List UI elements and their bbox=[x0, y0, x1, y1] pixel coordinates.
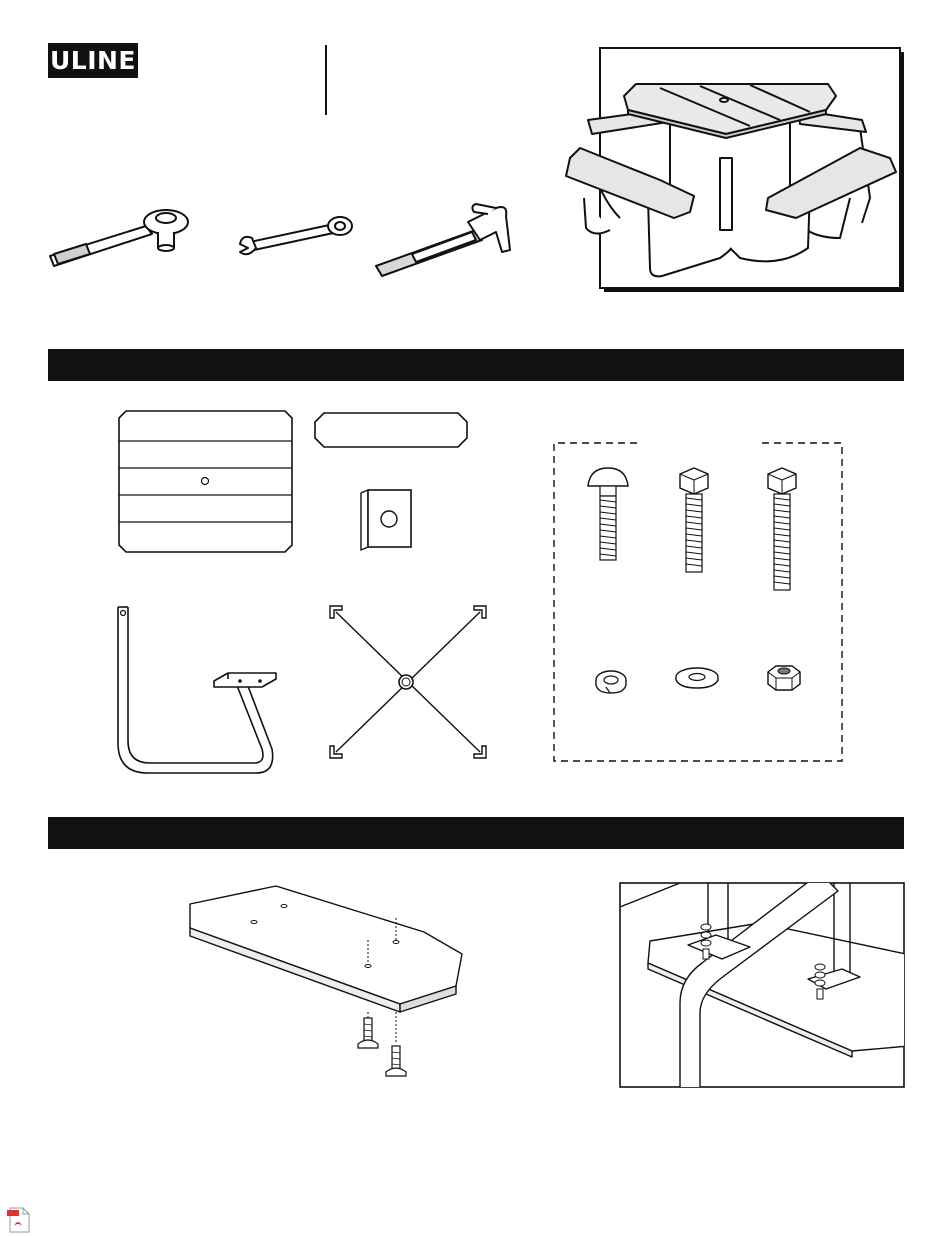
picnic-table-hero-image bbox=[600, 48, 904, 292]
header-divider bbox=[325, 45, 327, 115]
bench-seat-icon bbox=[314, 412, 468, 448]
pdf-file-icon bbox=[6, 1206, 32, 1234]
section-header-bar-parts bbox=[48, 349, 904, 381]
lock-washer-icon bbox=[594, 666, 628, 696]
uline-logo: ULINE bbox=[48, 43, 138, 78]
hex-nut-icon bbox=[764, 662, 804, 694]
bench-support-attach-diagram bbox=[620, 883, 904, 1087]
square-washer-icon bbox=[360, 489, 412, 551]
hex-bolt-short-icon bbox=[674, 466, 714, 576]
section-header-bar-assembly bbox=[48, 817, 904, 849]
table-top-icon bbox=[118, 410, 293, 553]
wrench-icon bbox=[236, 212, 356, 262]
ratchet-icon bbox=[46, 204, 206, 274]
flat-washer-icon bbox=[674, 666, 720, 690]
hex-bolt-long-icon bbox=[762, 466, 802, 594]
seat-support-icon bbox=[112, 603, 287, 778]
carriage-bolt-icon bbox=[586, 466, 630, 564]
hammer-icon bbox=[372, 200, 522, 280]
cross-frame-icon bbox=[328, 604, 488, 760]
bench-seat-bolts-diagram bbox=[186, 884, 466, 1090]
